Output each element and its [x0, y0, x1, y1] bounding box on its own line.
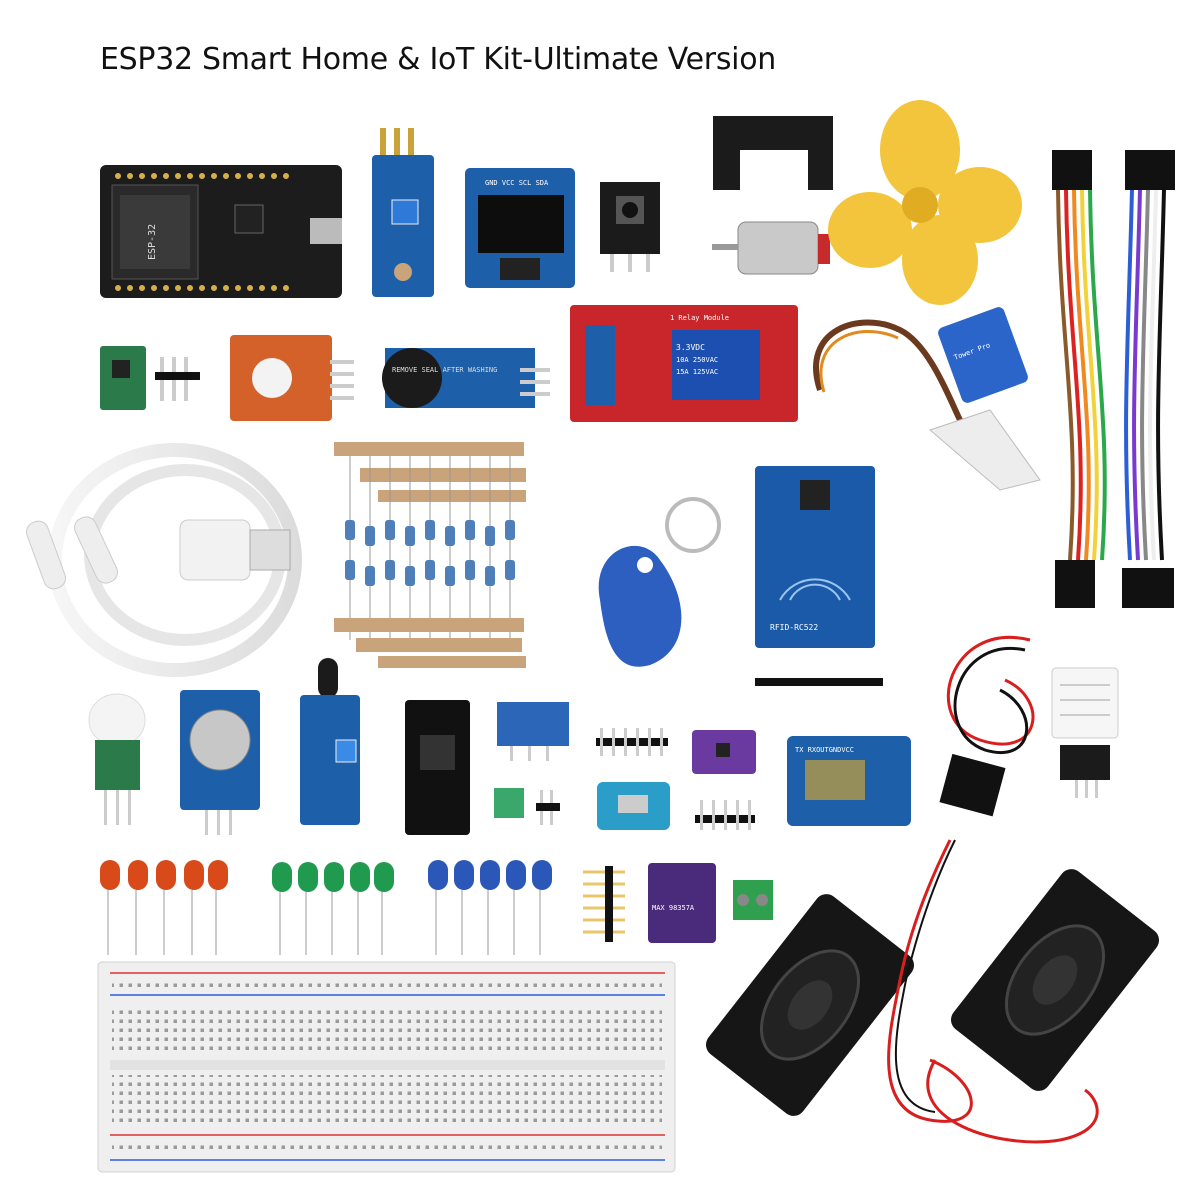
- page-title: ESP32 Smart Home & IoT Kit-Ultimate Vers…: [100, 42, 776, 77]
- button-module: [600, 182, 660, 272]
- led-set-blue: [428, 860, 552, 955]
- buzzer-seal-label: REMOVE SEAL AFTER WASHING: [392, 366, 497, 374]
- speaker-wires: [887, 839, 1099, 1144]
- pin-header-right: [695, 800, 755, 830]
- radar-sensor-module: TX RXOUTGNDVCC: [787, 736, 911, 826]
- buzzer-module: REMOVE SEAL AFTER WASHING: [382, 348, 550, 408]
- mosfet-module: [405, 700, 470, 835]
- rgb-led-module: [230, 335, 354, 421]
- fan-blade: [828, 100, 1022, 305]
- relay-module: 1 Relay Module 3.3VDC 10A 250VAC 15A 125…: [570, 305, 798, 422]
- amp-label: MAX 98357A: [652, 904, 695, 912]
- speaker-left: [705, 894, 915, 1116]
- led-set-green: [272, 862, 394, 955]
- relay-rating-1: 3.3VDC: [676, 343, 705, 352]
- speaker-right: [950, 869, 1160, 1091]
- relay-rating-2: 10A 250VAC: [676, 356, 718, 364]
- dc-motor: [712, 221, 830, 275]
- servo-motor: Tower Pro: [813, 307, 1041, 491]
- jumper-wires: [1052, 150, 1175, 608]
- esp-module-label: ESP-32: [147, 224, 158, 260]
- pin-header-center: [596, 728, 668, 756]
- oled-display: GND VCC SCL SDA: [465, 168, 575, 288]
- oled-pin-label: GND VCC SCL SDA: [485, 179, 549, 187]
- radar-pin-label: TX RXOUTGNDVCC: [795, 746, 854, 754]
- blue-terminal-block: [497, 702, 569, 761]
- relay-rating-3: 15A 125VAC: [676, 368, 718, 376]
- green-terminal-small: [494, 788, 560, 825]
- resistor-pack: [334, 442, 526, 668]
- rfid-keyfob: [598, 497, 721, 667]
- usb-c-breakout: [597, 782, 670, 830]
- esp32-board: ESP-32: [100, 165, 342, 298]
- motor-bracket: [713, 116, 833, 190]
- breadboard: [97, 961, 676, 1173]
- temp-humidity-sensor: [1051, 667, 1119, 798]
- flame-sensor-module: [300, 658, 360, 825]
- gas-sensor-module: [180, 690, 260, 835]
- purple-sensor-module: [692, 730, 756, 774]
- pir-sensor: [88, 693, 146, 825]
- rfid-label: RFID-RC522: [770, 623, 818, 632]
- amplifier-module: MAX 98357A: [583, 863, 716, 943]
- green-terminal-block: [733, 880, 773, 920]
- rfid-reader: RFID-RC522: [755, 466, 883, 686]
- led-set-red: [100, 860, 228, 955]
- small-sensor-module: [100, 346, 200, 410]
- wire-pair: [939, 636, 1035, 817]
- usb-cable: [26, 443, 302, 677]
- relay-title-label: 1 Relay Module: [670, 314, 729, 322]
- light-sensor-module: [372, 128, 434, 297]
